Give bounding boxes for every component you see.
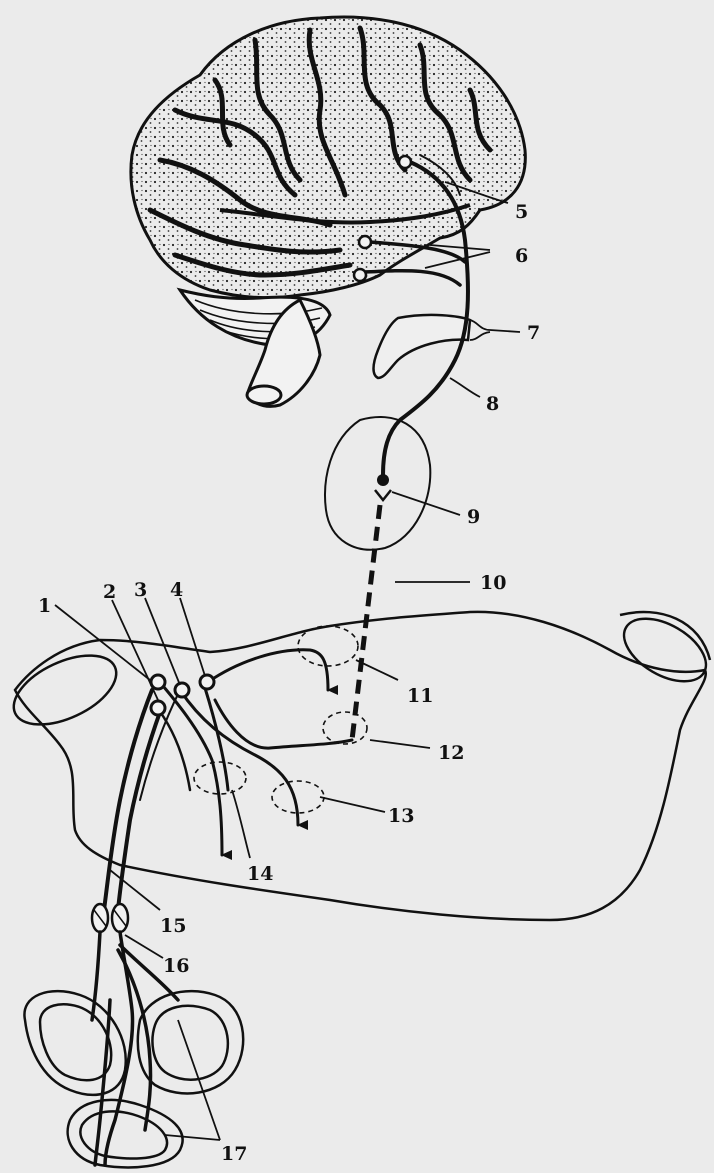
ganglia-16 bbox=[92, 904, 128, 932]
label-1: 1 bbox=[38, 595, 51, 617]
label-12: 12 bbox=[438, 742, 464, 764]
label-2: 2 bbox=[103, 581, 116, 603]
label-4: 4 bbox=[170, 579, 183, 601]
label-14: 14 bbox=[247, 863, 273, 885]
label-10: 10 bbox=[480, 572, 506, 594]
structure-7 bbox=[374, 315, 471, 378]
label-13: 13 bbox=[388, 805, 414, 827]
label-16: 16 bbox=[163, 955, 189, 977]
enteric-fibers bbox=[104, 650, 352, 910]
label-11: 11 bbox=[407, 685, 433, 707]
label-9: 9 bbox=[467, 506, 480, 528]
label-5: 5 bbox=[515, 201, 528, 223]
label-8: 8 bbox=[486, 393, 499, 415]
ganglion-11 bbox=[298, 626, 358, 666]
label-3: 3 bbox=[134, 579, 147, 601]
label-15: 15 bbox=[160, 915, 186, 937]
label-17: 17 bbox=[221, 1143, 247, 1165]
label-7: 7 bbox=[527, 322, 540, 344]
brain bbox=[131, 17, 525, 406]
ganglion-14 bbox=[194, 762, 246, 794]
stomach-ganglia bbox=[194, 626, 367, 813]
label-6: 6 bbox=[515, 245, 528, 267]
ganglion-12 bbox=[323, 712, 367, 744]
